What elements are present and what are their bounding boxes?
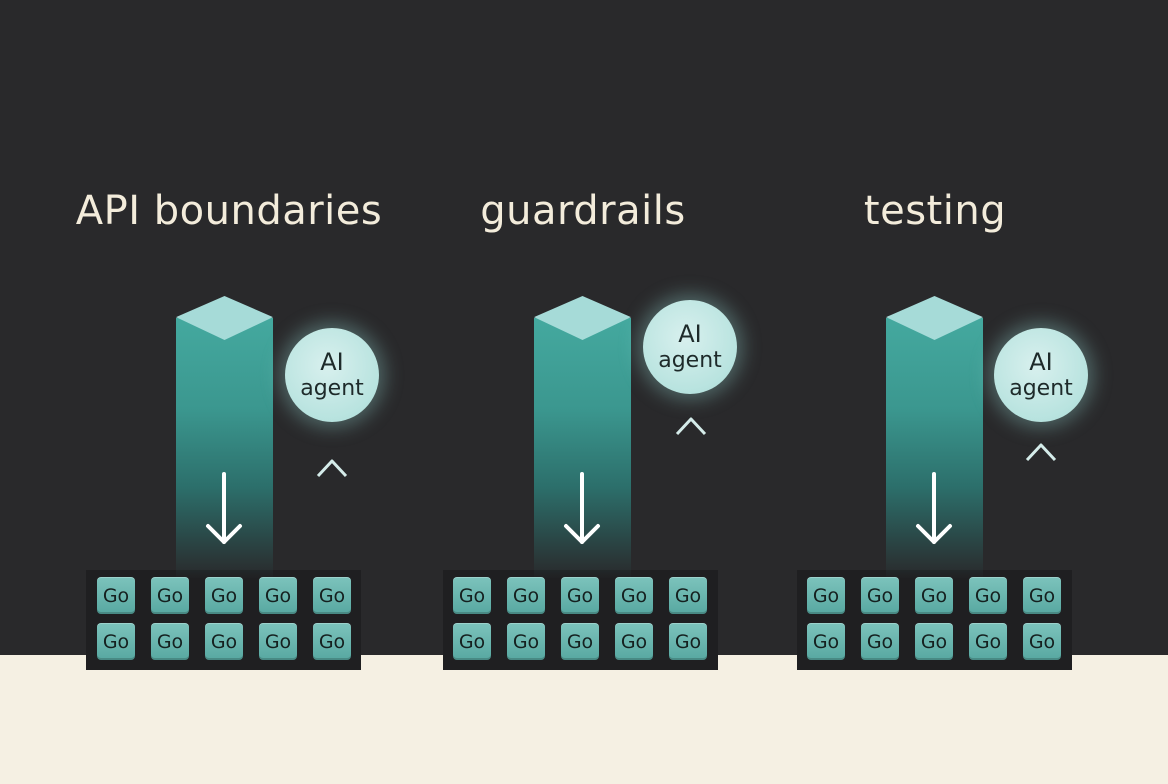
go-block: Go [205,577,243,614]
up-arrow-icon [1025,443,1057,548]
panel-guardrails: guardrails AI agent Go Go Go Go Go Go Go… [388,0,778,784]
ai-agent-node: AI agent [994,328,1088,422]
go-block: Go [669,623,707,660]
agent-label-line1: AI [1029,347,1053,376]
agent-label-line1: AI [320,347,344,376]
floor [0,655,1168,784]
go-block: Go [1023,577,1061,614]
down-arrow-icon [916,472,952,544]
go-block: Go [915,623,953,660]
down-arrow-icon [564,472,600,544]
go-block-grid: Go Go Go Go Go Go Go Go Go Go [807,577,1061,660]
down-arrow-icon [206,472,242,544]
panel-testing: testing AI agent Go Go Go Go Go Go Go Go… [740,0,1130,784]
go-block: Go [861,577,899,614]
go-block: Go [1023,623,1061,660]
go-block: Go [969,577,1007,614]
agent-label-line2: agent [300,376,364,402]
up-arrow-icon [675,417,707,524]
panel-title: API boundaries [75,188,383,234]
ai-agent-node: AI agent [643,300,737,394]
panel-title: testing [863,188,1007,234]
go-block: Go [669,577,707,614]
pillar-cap [534,296,631,340]
go-block: Go [313,577,351,614]
go-block: Go [259,577,297,614]
panel-api-boundaries: API boundaries AI agent Go Go Go Go Go G… [34,0,424,784]
go-block: Go [205,623,243,660]
up-arrow-icon [316,459,348,554]
go-block: Go [615,577,653,614]
go-block: Go [453,623,491,660]
go-block-grid: Go Go Go Go Go Go Go Go Go Go [97,577,351,660]
go-block: Go [807,577,845,614]
go-block: Go [807,623,845,660]
pillar-cap [176,296,273,340]
pillar-cap [886,296,983,340]
go-block: Go [561,577,599,614]
go-block: Go [453,577,491,614]
go-block: Go [969,623,1007,660]
panel-title: guardrails [480,188,686,234]
ai-agent-node: AI agent [285,328,379,422]
agent-label-line2: agent [658,348,722,374]
go-block: Go [507,623,545,660]
go-block-grid: Go Go Go Go Go Go Go Go Go Go [453,577,707,660]
agent-label-line2: agent [1009,376,1073,402]
go-block: Go [313,623,351,660]
go-block: Go [151,577,189,614]
go-block: Go [615,623,653,660]
pillar [886,296,983,578]
go-block: Go [507,577,545,614]
go-block: Go [259,623,297,660]
go-block: Go [97,577,135,614]
go-block: Go [561,623,599,660]
agent-label-line1: AI [678,319,702,348]
go-block: Go [861,623,899,660]
go-block: Go [97,623,135,660]
go-block: Go [151,623,189,660]
go-block: Go [915,577,953,614]
